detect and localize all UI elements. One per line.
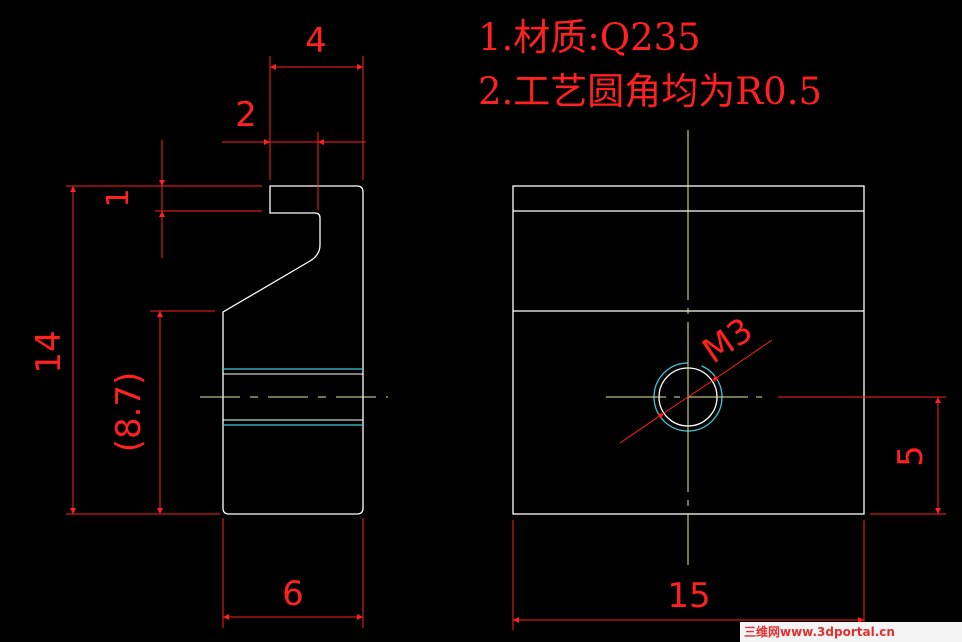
dim-slot-depth	[155, 140, 262, 258]
dim-bottom-width	[222, 518, 364, 628]
dim-total-height	[66, 185, 262, 515]
dim-thread-label: M3	[696, 310, 761, 372]
dim-bottom-width-label: 6	[282, 574, 304, 614]
dim-top-width	[269, 56, 364, 180]
dim-hole-height	[778, 396, 946, 515]
dim-hole-height-label: 5	[891, 445, 931, 467]
dim-top-width-label: 4	[305, 21, 327, 61]
watermark-text: 三维网www.3dportal.cn	[744, 624, 895, 639]
note-material: 1.材质:Q235	[478, 16, 701, 59]
dim-ref-height-label: (8.7)	[109, 372, 149, 453]
dim-width-label: 15	[667, 576, 710, 616]
dim-slot-width	[222, 132, 366, 210]
dim-width	[512, 520, 865, 630]
dim-thread	[619, 339, 773, 444]
note-fillet: 2.工艺圆角均为R0.5	[478, 70, 822, 113]
front-view: M3 5 15	[512, 130, 946, 630]
watermark-background	[740, 622, 962, 642]
dim-slot-depth-label: 1	[101, 188, 136, 207]
dim-total-height-label: 14	[29, 330, 69, 373]
dim-ref-height	[150, 310, 215, 514]
side-view-outline	[222, 185, 364, 515]
dim-slot-width-label: 2	[235, 95, 257, 135]
side-view: 4 2 1 14 (8.7)	[29, 21, 388, 628]
